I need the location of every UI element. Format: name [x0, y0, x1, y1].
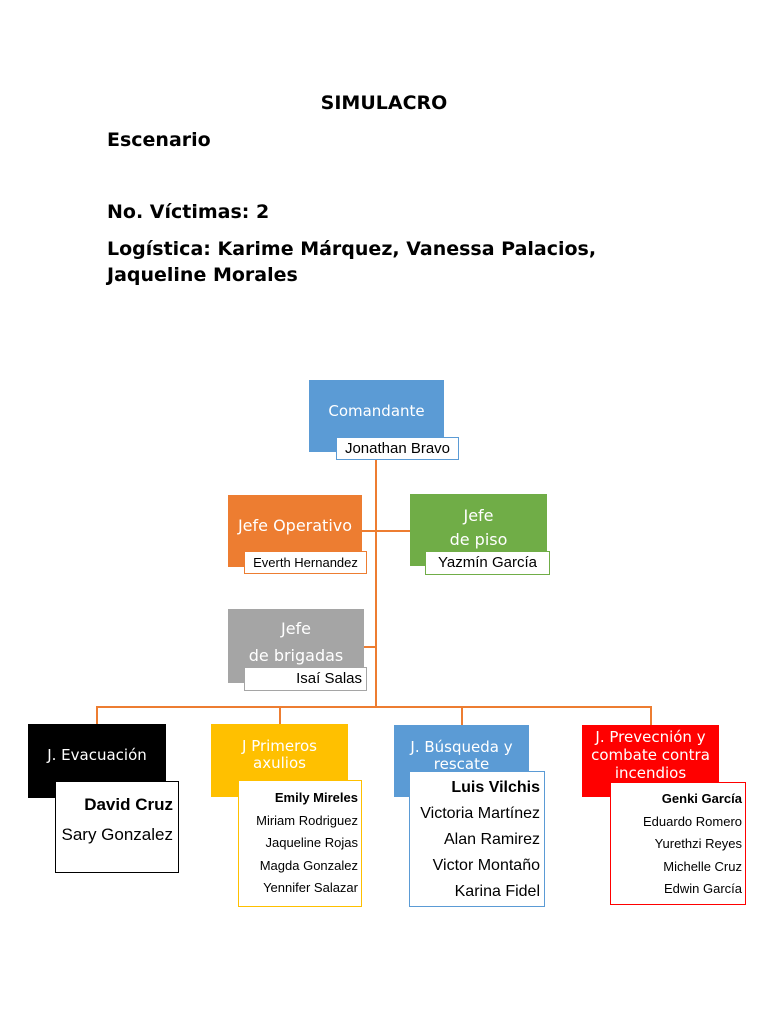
list-item: Sary Gonzalez	[61, 825, 174, 844]
list-item: Yurethzi Reyes	[654, 836, 742, 851]
prevencion-title-line-2: combate contra	[591, 746, 710, 764]
connector-horizontal-bus	[96, 706, 652, 708]
list-item: Yennifer Salazar	[263, 880, 358, 895]
primeros-leader: Emily Mireles	[274, 790, 358, 805]
piso-title-line-1: Jefe	[463, 506, 494, 525]
primeros-members: Emily Mireles Miriam Rodriguez Jaqueline…	[238, 780, 362, 907]
connector-operativo	[362, 530, 376, 532]
busqueda-members: Luis Vilchis Victoria Martínez Alan Rami…	[409, 771, 545, 907]
list-item: Miriam Rodriguez	[256, 812, 358, 828]
connector-primeros	[279, 706, 281, 724]
prevencion-title-line-3: incendios	[614, 764, 687, 782]
list-item: Jaqueline Rojas	[265, 835, 358, 850]
document-title: SIMULACRO	[320, 92, 448, 114]
evacuacion-title: J. Evacuación	[47, 746, 147, 764]
busqueda-title-line-1: J. Búsqueda y	[410, 738, 513, 756]
brigadas-name: Isaí Salas	[244, 667, 367, 691]
list-item: Alan Ramirez	[443, 831, 540, 848]
connector-trunk	[375, 458, 377, 708]
operativo-title: Jefe Operativo	[237, 515, 353, 535]
comandante-name: Jonathan Bravo	[336, 437, 459, 460]
busqueda-leader: Luis Vilchis	[451, 779, 540, 796]
evacuacion-leader: David Cruz	[84, 795, 173, 814]
victimas-label: No. Víctimas: 2	[107, 201, 270, 223]
brigadas-title-line-1: Jefe	[280, 619, 312, 638]
logistica-line-1: Logística: Karime Márquez, Vanessa Palac…	[107, 238, 597, 260]
busqueda-title-line-2: rescate	[433, 755, 490, 773]
operativo-name: Everth Hernandez	[244, 551, 367, 574]
primeros-title-line-1: J Primeros	[242, 737, 317, 755]
prevencion-members: Genki García Eduardo Romero Yurethzi Rey…	[610, 782, 746, 905]
list-item: Karina Fidel	[454, 883, 540, 900]
list-item: Edwin García	[663, 881, 742, 896]
list-item: Victoria Martínez	[420, 805, 540, 822]
list-item: Victor Montaño	[432, 857, 540, 874]
connector-piso	[376, 530, 410, 532]
primeros-title-line-2: axulios	[253, 754, 306, 772]
connector-busqueda	[461, 706, 463, 725]
piso-title-line-2: de piso	[449, 530, 508, 549]
connector-evacuacion	[96, 706, 98, 724]
brigadas-title-line-2: de brigadas	[248, 646, 344, 665]
evacuacion-members: David Cruz Sary Gonzalez	[55, 781, 179, 873]
list-item: Magda Gonzalez	[259, 857, 358, 873]
list-item: Eduardo Romero	[643, 813, 742, 829]
connector-brigadas	[364, 646, 376, 648]
logistica-line-2: Jaqueline Morales	[107, 264, 298, 286]
piso-name: Yazmín García	[425, 551, 550, 575]
comandante-title: Comandante	[328, 402, 425, 420]
prevencion-title-line-1: J. Prevecnión y	[595, 728, 706, 746]
prevencion-leader: Genki García	[661, 791, 742, 806]
connector-prevencion	[650, 706, 652, 725]
escenario-label: Escenario	[107, 129, 211, 151]
list-item: Michelle Cruz	[663, 858, 742, 874]
